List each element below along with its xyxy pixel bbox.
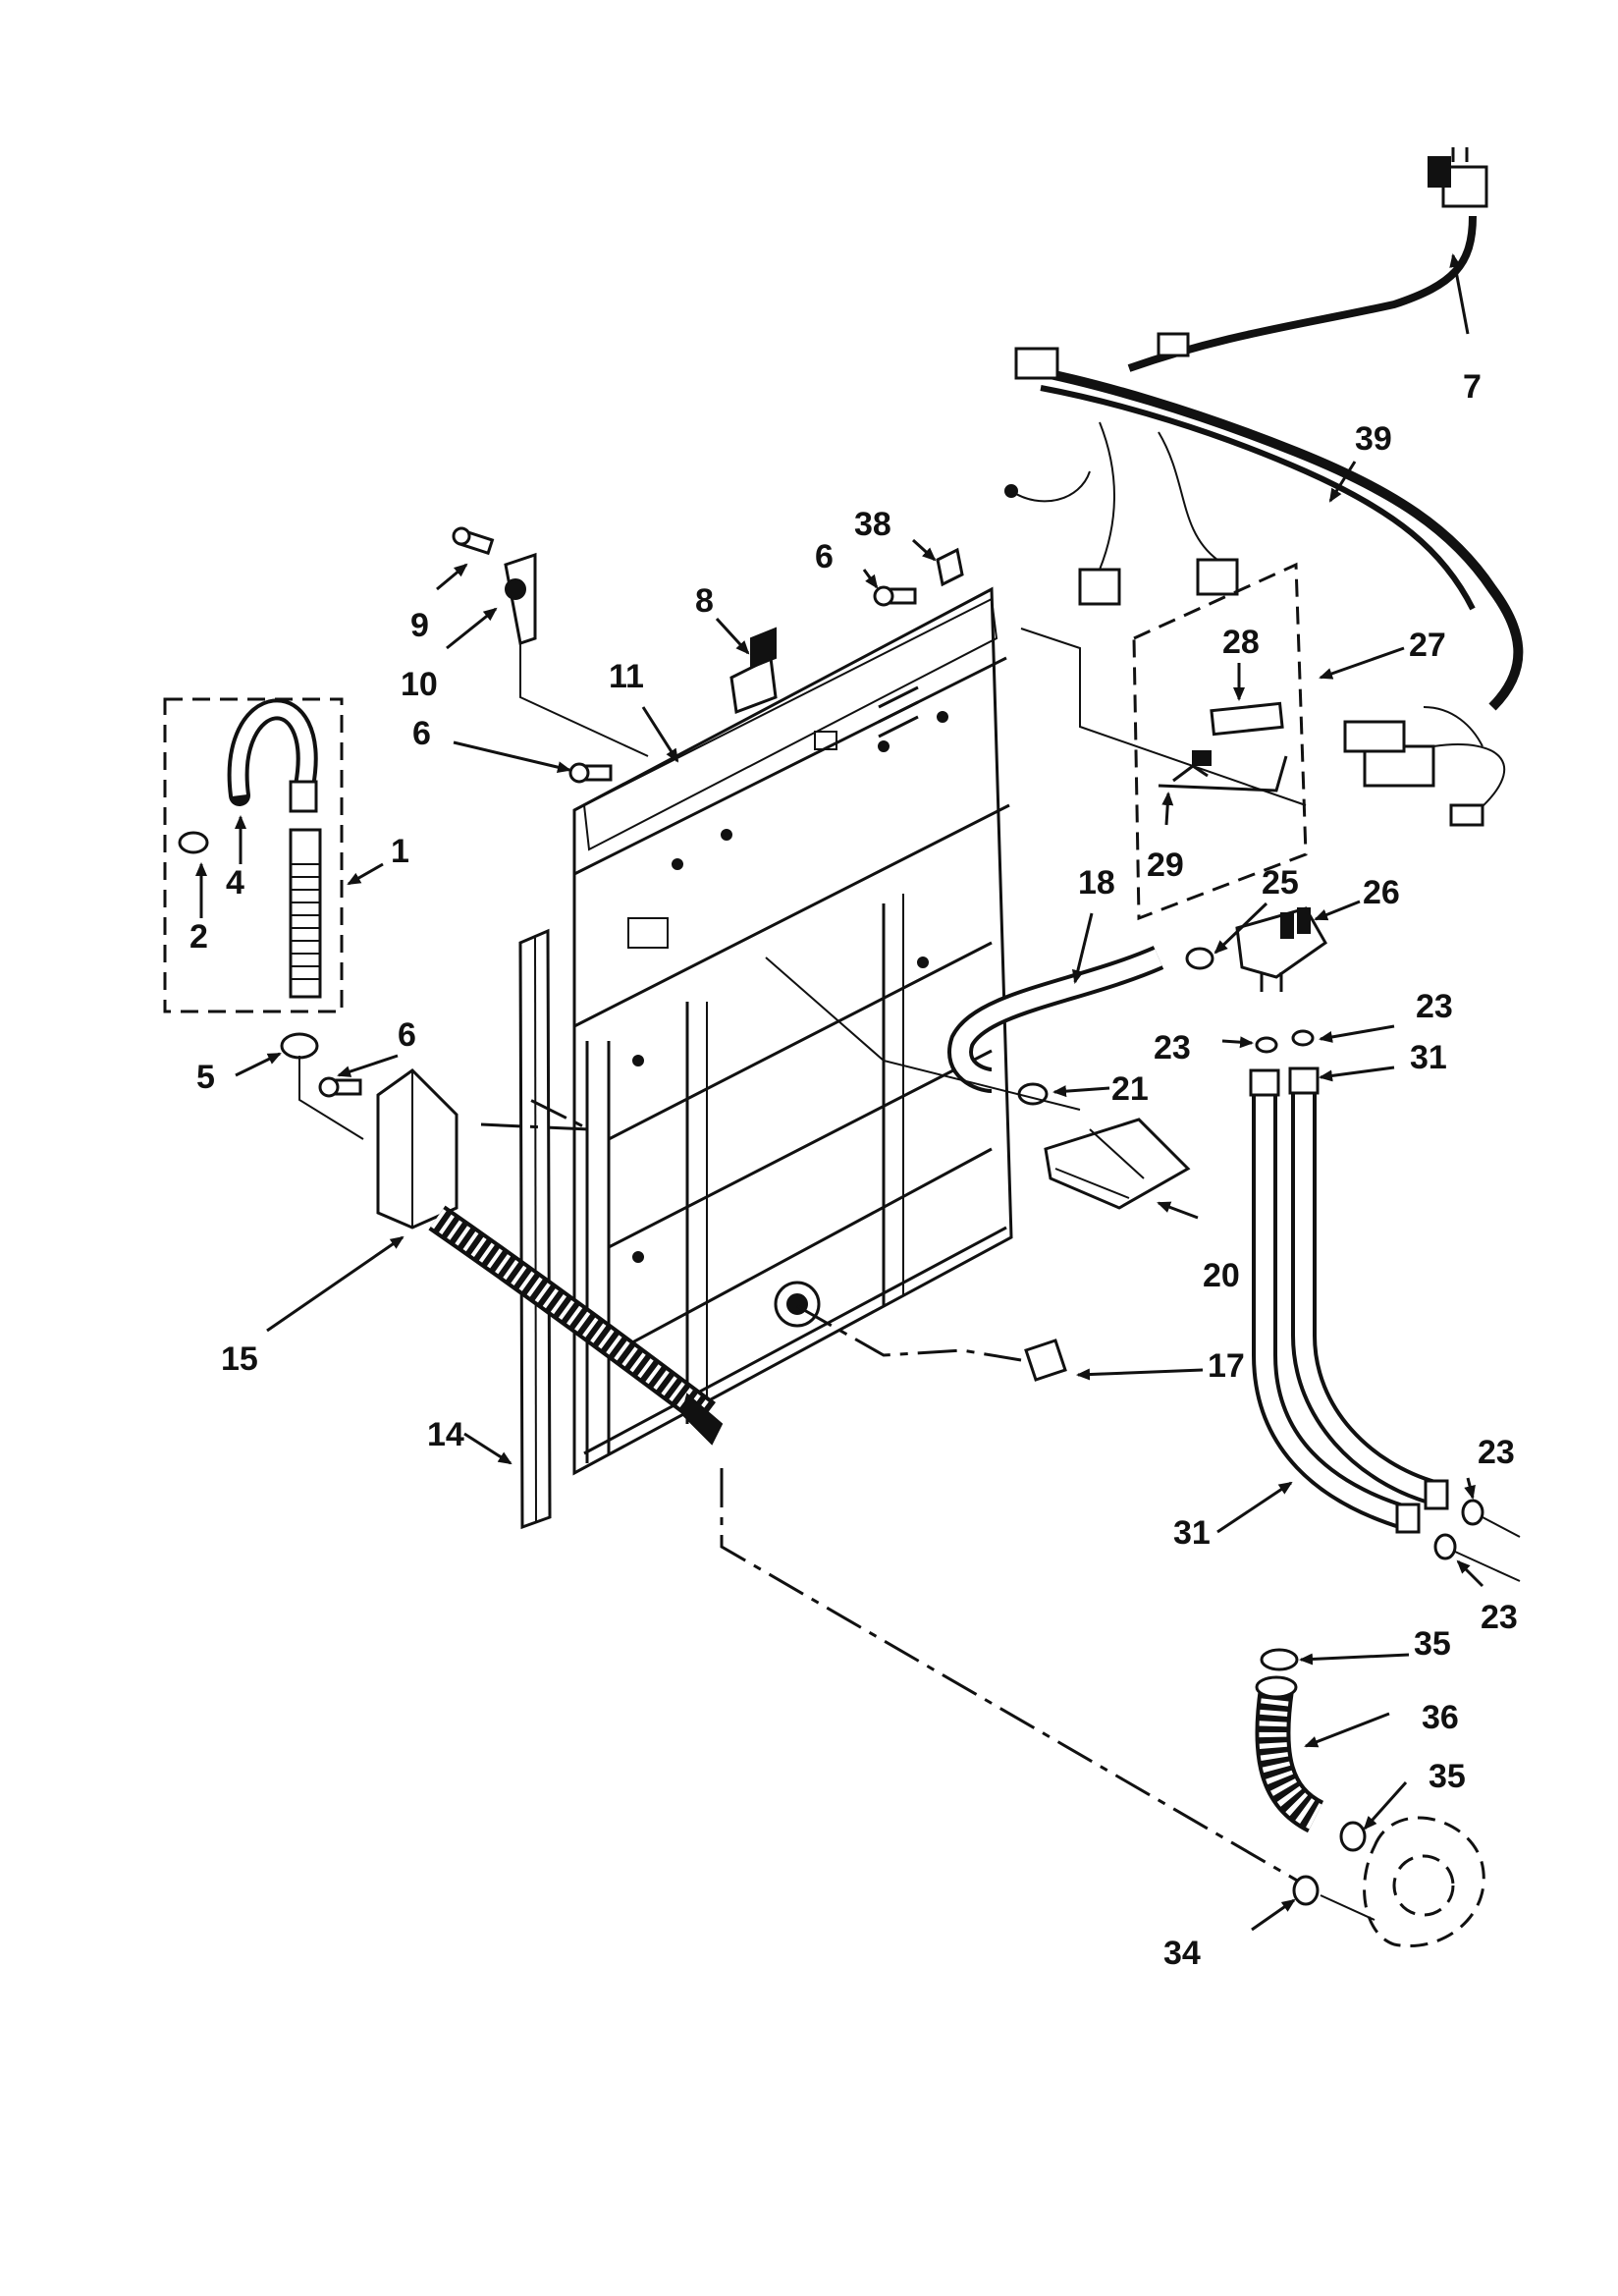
callout-21: 21 [1111, 1070, 1149, 1108]
bracket-10 [504, 552, 649, 757]
callout-28: 28 [1222, 624, 1260, 661]
bracket-8 [729, 627, 778, 715]
callout-6-mid: 6 [412, 715, 431, 752]
callout-35-bottom: 35 [1429, 1758, 1466, 1795]
wire-harness-39 [1004, 215, 1524, 827]
screw-6-low [318, 1076, 362, 1098]
callout-8: 8 [695, 582, 714, 620]
washer-25 [1185, 947, 1214, 970]
pump-phantom [1320, 1816, 1485, 1947]
callout-31-lower: 31 [1173, 1514, 1211, 1552]
callout-25: 25 [1262, 864, 1299, 902]
clamp-35-top [1260, 1648, 1299, 1671]
inlet-hoses-31 [1249, 1066, 1449, 1534]
callout-23-right: 23 [1416, 988, 1453, 1025]
callout-5: 5 [196, 1059, 215, 1096]
harness-29 [1158, 750, 1288, 793]
callout-36: 36 [1422, 1699, 1459, 1736]
callout-10: 10 [401, 666, 438, 703]
washer-23-left [1255, 1036, 1278, 1054]
callout-23-lower-a: 23 [1478, 1434, 1515, 1471]
callout-27: 27 [1409, 627, 1446, 664]
clamp-35-bottom [1339, 1821, 1367, 1852]
callout-34: 34 [1163, 1935, 1201, 1972]
callout-labels: 1 2 4 5 6 6 6 7 8 9 10 11 14 15 17 18 20… [189, 368, 1518, 1972]
callout-11: 11 [609, 658, 644, 695]
callout-2: 2 [189, 918, 208, 956]
fill-hose-18 [947, 946, 1164, 1093]
callout-4: 4 [226, 864, 244, 902]
callout-7: 7 [1463, 368, 1482, 406]
leader-arrows [195, 253, 1484, 1932]
screw-9 [452, 526, 495, 556]
callout-14: 14 [427, 1416, 464, 1453]
drain-hose-long [428, 1205, 724, 1446]
callout-26: 26 [1363, 874, 1400, 911]
label-28 [1210, 701, 1284, 737]
callout-15: 15 [221, 1340, 258, 1378]
rear-panel [572, 586, 1013, 1476]
callout-23-left: 23 [1154, 1029, 1191, 1066]
kit-box-27 [1132, 562, 1308, 921]
callout-39: 39 [1355, 420, 1392, 458]
callout-20: 20 [1203, 1257, 1240, 1294]
callout-31-upper: 31 [1410, 1039, 1447, 1076]
kit-box-1 [163, 697, 344, 1013]
washer-23-lower-a [1461, 1499, 1484, 1526]
drain-leader-line [720, 1468, 1307, 1887]
bracket-20 [765, 957, 1191, 1210]
clamp-34 [1292, 1875, 1320, 1906]
clamp-2 [178, 831, 209, 854]
callout-1: 1 [391, 833, 409, 870]
side-strip-14 [518, 928, 552, 1530]
water-valve-26 [1235, 906, 1327, 992]
callout-17: 17 [1208, 1347, 1245, 1385]
drain-hose-corrugated [289, 828, 322, 999]
callout-29: 29 [1147, 847, 1184, 884]
power-cord-7 [1428, 147, 1488, 208]
callout-6-low: 6 [398, 1016, 416, 1054]
clip-38 [936, 547, 964, 587]
screw-6-mid [568, 762, 613, 784]
callout-38: 38 [854, 506, 891, 543]
callout-23-lower-b: 23 [1481, 1599, 1518, 1636]
callout-18: 18 [1078, 864, 1115, 902]
washer-23-right [1291, 1029, 1315, 1047]
clamp-5 [280, 1032, 319, 1060]
drain-hose-36 [1255, 1675, 1324, 1833]
clip-17 [796, 1304, 1067, 1382]
callout-6-top: 6 [815, 538, 834, 575]
callout-9: 9 [410, 607, 429, 644]
washer-23-lower-b [1433, 1533, 1457, 1560]
hose-bracket-15 [376, 1068, 590, 1230]
screw-6-top [873, 585, 917, 607]
callout-35-top: 35 [1414, 1625, 1451, 1663]
